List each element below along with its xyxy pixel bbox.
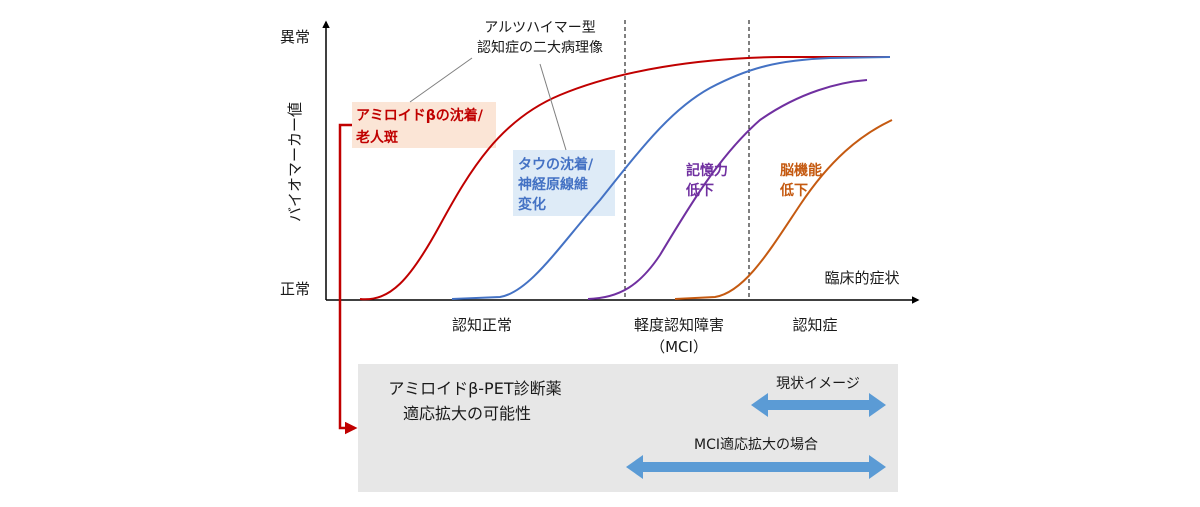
tau-curve	[451, 56, 891, 300]
stage-mci-label: 軽度認知障害	[634, 316, 724, 334]
y-bottom-label: 正常	[280, 280, 310, 298]
mci-range-arrow	[626, 455, 886, 479]
stage-mci-sub: （MCI）	[650, 338, 708, 356]
tau-label-line2: 神経原線維	[518, 176, 588, 193]
memory-curve	[587, 79, 868, 300]
amyloid-label-line1: アミロイドβの沈着/	[356, 107, 484, 124]
brain-label-line2: 低下	[779, 182, 808, 199]
current-range-arrow	[751, 393, 886, 417]
stage-dementia-label: 認知症	[792, 316, 837, 334]
callout-line1: アルツハイマー型	[484, 20, 596, 36]
brain-label-line1: 脳機能	[780, 162, 822, 179]
amyloid-curve	[359, 56, 890, 301]
callout-leader-tau	[539, 63, 567, 151]
tau-label-line1: タウの沈着/	[518, 156, 594, 173]
red-bracket-arrow	[338, 123, 358, 435]
stage-normal-label: 認知正常	[452, 316, 512, 334]
y-axis-title: バイオマーカー値	[286, 102, 304, 222]
callout-leader-amyloid	[409, 57, 473, 103]
mci-range-label: MCI適応拡大の場合	[694, 436, 818, 453]
callout-line2: 認知症の二大病理像	[477, 39, 603, 56]
y-top-label: 異常	[280, 28, 310, 46]
current-range-label: 現状イメージ	[776, 376, 860, 392]
x-axis-title: 臨床的症状	[824, 269, 899, 287]
tau-label-line3: 変化	[518, 196, 546, 213]
panel-line2: 適応拡大の可能性	[403, 404, 531, 423]
memory-label-line2: 低下	[685, 182, 714, 199]
panel-line1: アミロイドβ-PET診断薬	[388, 379, 561, 398]
tau-label-box	[513, 150, 615, 216]
amyloid-label-line2: 老人斑	[356, 129, 398, 146]
memory-label-line1: 記憶力	[686, 162, 728, 179]
amyloid-label-box	[352, 102, 496, 148]
brain-curve	[674, 119, 893, 300]
